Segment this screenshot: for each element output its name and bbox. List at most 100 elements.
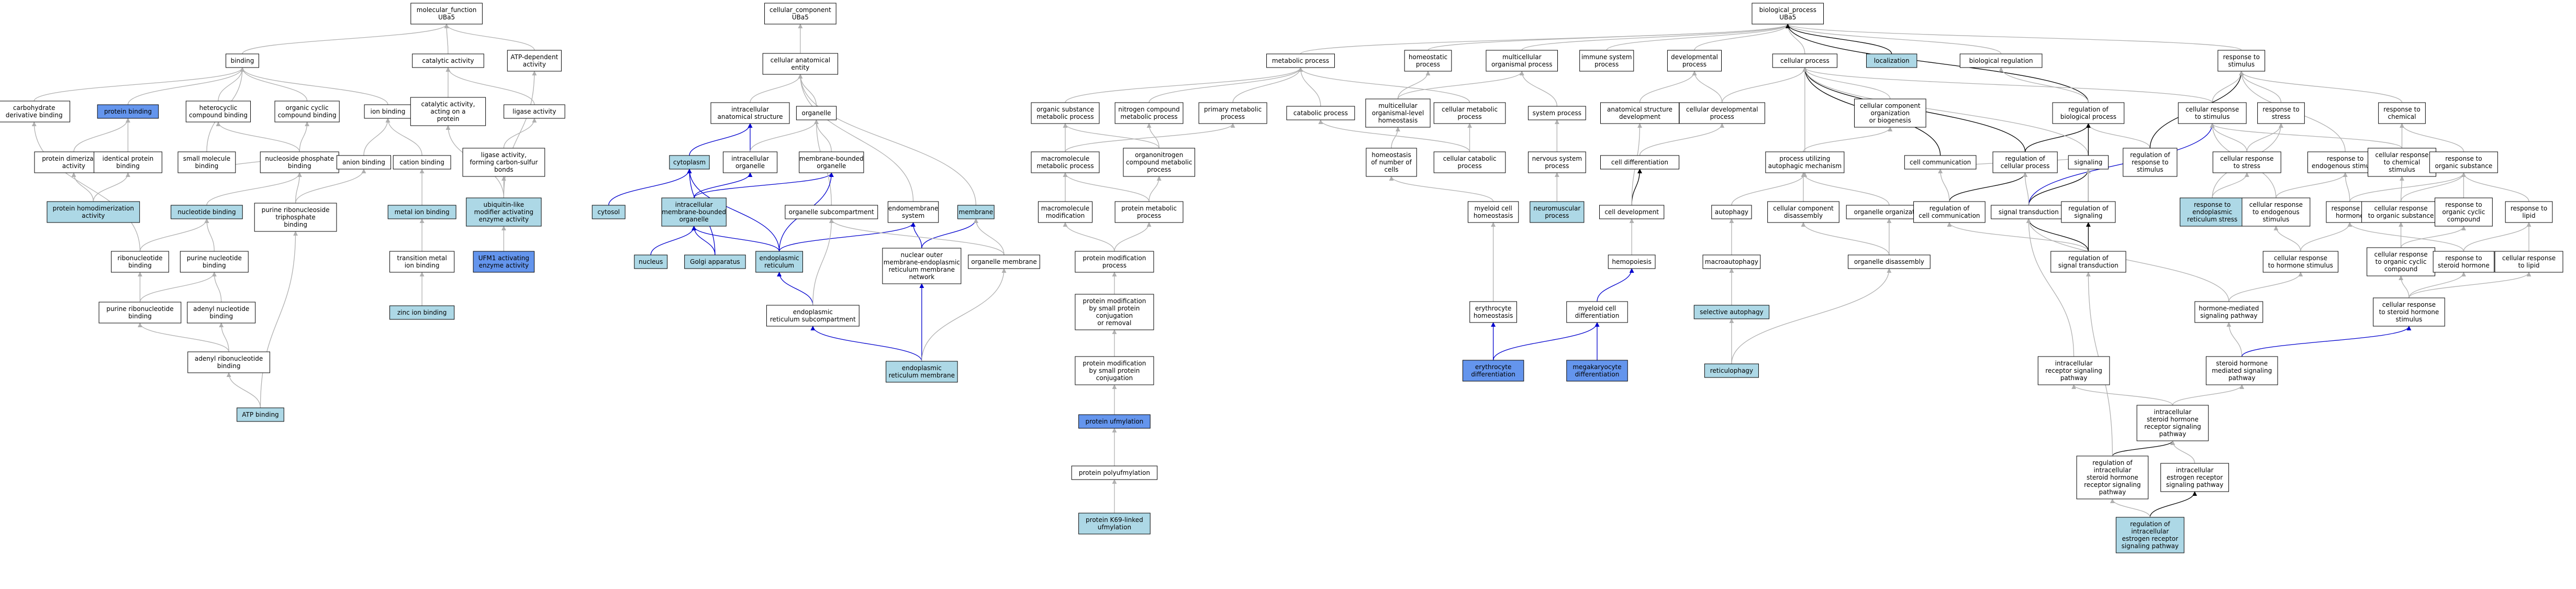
node-label-line: cellular anatomical — [771, 57, 830, 64]
node-label-line: to organic cyclic — [2376, 258, 2427, 265]
node-box — [1469, 301, 1517, 323]
node-box — [2361, 201, 2441, 223]
node-label-line: organismal-level — [1372, 109, 1424, 117]
node-label-line: organonitrogen — [1135, 151, 1183, 159]
node-label-line: protein modification — [1083, 360, 1146, 367]
node-label-line: pathway — [2099, 488, 2126, 496]
node-label-line: binding — [116, 162, 140, 170]
node-label-line: binding — [231, 57, 254, 64]
edge-cellrespster-to-respster — [2408, 272, 2466, 298]
node-label-line: adenyl ribonucleotide — [195, 355, 263, 362]
node-label-line: metabolic process — [1120, 113, 1177, 120]
node-cellproc: cellular process — [1772, 53, 1837, 68]
node-label-line: autophagic mechanism — [1768, 162, 1842, 170]
node-label-line: developmental — [1671, 53, 1718, 61]
edge-membbound-to-organelle — [813, 119, 832, 152]
node-label-line: immune system — [1581, 53, 1632, 61]
node-label-line: ATP binding — [242, 411, 278, 418]
node-reticulo: reticulophagy — [1704, 363, 1759, 378]
node-label-line: modifier activating — [474, 208, 533, 216]
edge-binding-to-mf — [242, 24, 449, 54]
node-celldiff: cell differentiation — [1600, 155, 1679, 170]
node-label-line: differentiation — [1575, 312, 1620, 319]
edge-nucouter-to-endomemb — [910, 222, 922, 249]
node-label-line: reticulum membrane — [889, 266, 955, 273]
node-cytoplasm: cytoplasm — [669, 155, 710, 170]
node-label-line: lipid — [2522, 212, 2535, 219]
node-label-line: organelle subcompartment — [789, 208, 874, 216]
node-label-line: organelle — [817, 162, 846, 170]
node-box — [237, 407, 284, 422]
node-box — [2368, 148, 2436, 177]
node-box — [1467, 201, 1519, 223]
node-label-line: cellular response — [2185, 106, 2239, 113]
node-label-line: organelle — [735, 162, 765, 170]
edge-respstress-to-respstim — [2239, 71, 2282, 103]
node-label-line: regulation of — [2130, 520, 2170, 528]
node-label-line: binding — [217, 362, 241, 370]
node-label-line: process — [1457, 113, 1481, 120]
node-nucleus: nucleus — [634, 254, 668, 269]
edge-ligcs-to-ligase — [503, 118, 537, 149]
edge-orgmemb-to-membrane — [973, 218, 1005, 255]
node-label-line: biological regulation — [1969, 57, 2033, 64]
node-box — [1752, 3, 1824, 25]
node-box — [410, 97, 486, 126]
node-label-line: process — [1147, 166, 1171, 173]
node-label-line: organismal process — [1491, 61, 1553, 68]
node-box — [1527, 151, 1586, 173]
edge-intracell-to-cae — [750, 74, 803, 103]
node-label-line: process — [1545, 212, 1569, 219]
edge-cellrespstress-to-cellresp — [2210, 123, 2247, 152]
node-label-line: response to — [2445, 155, 2482, 162]
node-label-line: cellular response — [2375, 151, 2428, 159]
node-label-line: signaling pathway — [2200, 312, 2257, 319]
node-label-line: activity — [523, 61, 546, 68]
edge-resphorm-to-respendo — [2343, 172, 2350, 202]
node-label-line: cytosol — [597, 208, 620, 216]
node-label-line: protein metabolic — [1121, 205, 1177, 212]
node-box — [1866, 53, 1917, 68]
edge-cellresp-to-respstim — [2212, 71, 2244, 103]
node-box — [2505, 201, 2553, 223]
edge-local-to-bp — [1785, 24, 1892, 54]
node-label-line: nervous system — [1532, 155, 1582, 162]
node-box — [2037, 356, 2110, 385]
edge-respER-to-cellrespstress — [2212, 172, 2249, 198]
edge-multiorg-to-bp — [1521, 24, 1790, 51]
node-label-line: heterocyclic — [199, 104, 238, 112]
edge-autophagy-to-autophmech — [1731, 172, 1808, 206]
node-label-line: small molecule — [183, 155, 230, 162]
node-label-line: compound binding — [189, 112, 248, 119]
edge-metab-to-bp — [1300, 24, 1790, 54]
node-box — [661, 197, 727, 227]
node-label-line: regulation of — [1930, 205, 1970, 212]
edge-anion-to-ionbind — [363, 118, 391, 156]
edge-cellrespendo-to-respendo — [2276, 172, 2348, 198]
node-box — [2217, 50, 2266, 72]
node-label-line: protein K69-linked — [1086, 516, 1143, 524]
node-label-line: cellular component — [1860, 102, 1921, 109]
node-box — [2115, 517, 2184, 553]
node-label-line: purine nucleotide — [187, 254, 242, 262]
node-box — [886, 361, 958, 383]
node-label-line: primary metabolic — [1204, 106, 1262, 113]
node-label-line: cytoplasm — [673, 159, 706, 166]
node-box — [1600, 155, 1679, 170]
node-label-line: binding — [288, 162, 311, 170]
